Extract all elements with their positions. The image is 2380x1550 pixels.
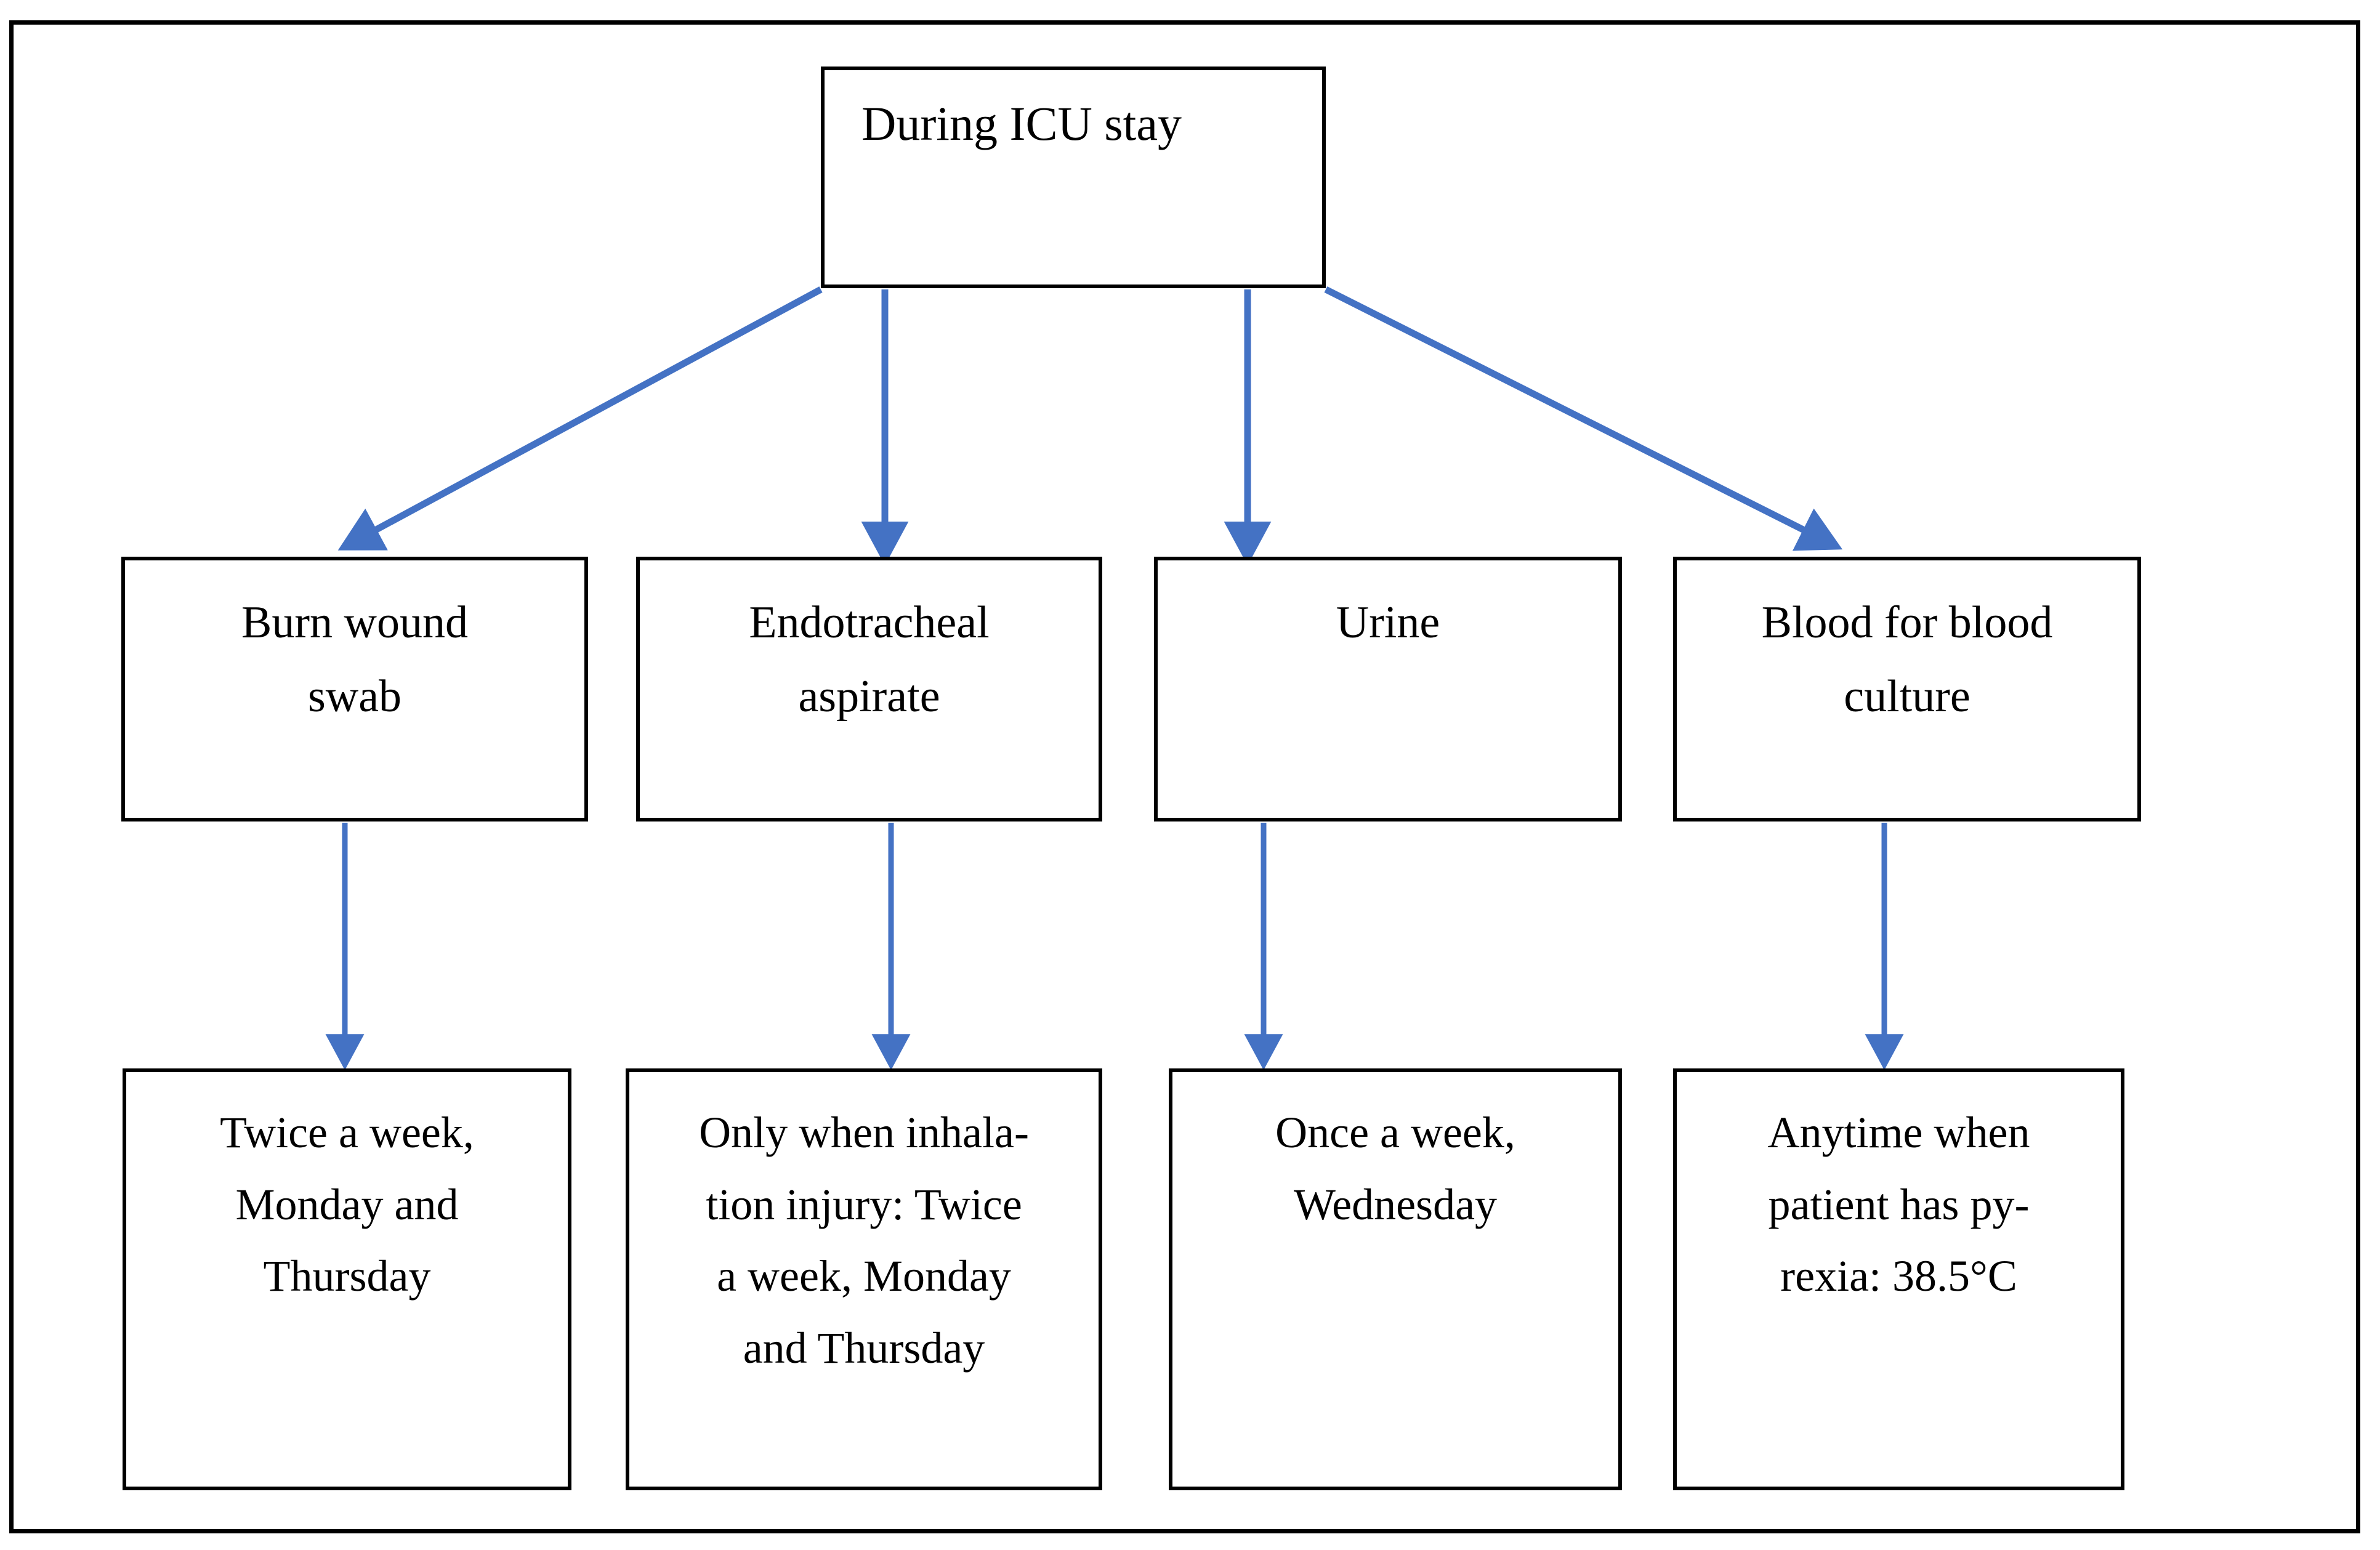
node-during-icu-stay-label: During ICU stay (861, 97, 1182, 150)
node-frequency-urine[interactable]: Once a week, Wednesday (1169, 1068, 1622, 1490)
node-frequency-urine-label: Once a week, Wednesday (1275, 1108, 1515, 1229)
node-blood-for-blood-culture-label: Blood for blood culture (1761, 597, 2053, 722)
node-frequency-endotracheal-aspirate[interactable]: Only when inhala- tion injury: Twice a w… (626, 1068, 1102, 1490)
node-frequency-blood-culture[interactable]: Anytime when patient has py- rexia: 38.5… (1673, 1068, 2124, 1490)
node-blood-for-blood-culture[interactable]: Blood for blood culture (1673, 557, 2141, 821)
node-burn-wound-swab-label: Burn wound swab (241, 597, 468, 722)
diagram-outer-frame (9, 20, 2360, 1533)
node-urine-label: Urine (1336, 597, 1440, 648)
node-endotracheal-aspirate-label: Endotracheal aspirate (749, 597, 990, 722)
node-frequency-endotracheal-aspirate-label: Only when inhala- tion injury: Twice a w… (699, 1108, 1029, 1373)
node-frequency-burn-wound-swab-label: Twice a week, Monday and Thursday (220, 1108, 474, 1301)
node-burn-wound-swab[interactable]: Burn wound swab (121, 557, 588, 821)
node-during-icu-stay[interactable]: During ICU stay (821, 67, 1326, 288)
node-frequency-burn-wound-swab[interactable]: Twice a week, Monday and Thursday (123, 1068, 571, 1490)
node-urine[interactable]: Urine (1154, 557, 1622, 821)
node-frequency-blood-culture-label: Anytime when patient has py- rexia: 38.5… (1767, 1108, 2030, 1301)
node-endotracheal-aspirate[interactable]: Endotracheal aspirate (636, 557, 1102, 821)
